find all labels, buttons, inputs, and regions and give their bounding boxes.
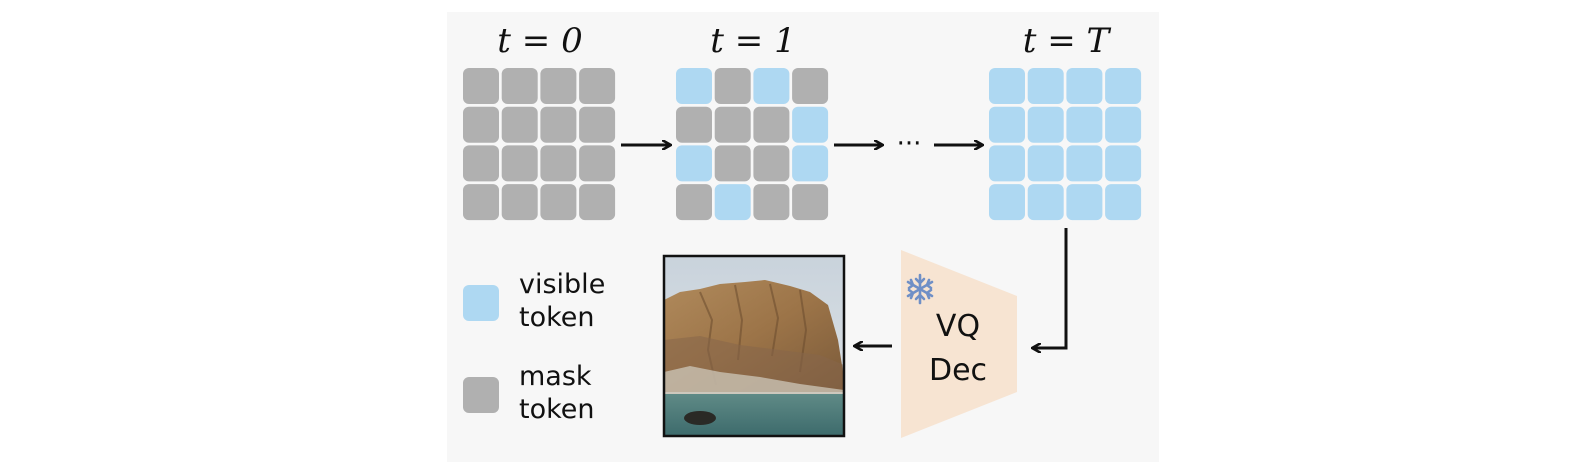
mask-token	[676, 184, 712, 221]
visible-token	[1105, 106, 1142, 143]
visible-token	[989, 145, 1025, 182]
visible-token	[1027, 184, 1064, 221]
mask-token	[540, 145, 577, 182]
visible-token	[753, 68, 790, 104]
mask-token	[714, 145, 751, 182]
visible-token	[1105, 184, 1142, 221]
mask-token	[540, 184, 577, 221]
step-label-t0: t = 0	[497, 21, 582, 61]
decoder-label-line1: VQ	[936, 309, 980, 344]
visible-token	[676, 68, 712, 104]
visible-token	[989, 68, 1025, 104]
visible-token	[1105, 68, 1142, 104]
vq-decoder	[901, 250, 1017, 438]
visible-token	[792, 145, 829, 182]
token-grid-t0	[463, 68, 616, 221]
mask-token	[579, 184, 616, 221]
mask-token	[714, 106, 751, 143]
mask-token	[753, 145, 790, 182]
mask-token	[579, 145, 616, 182]
visible-token	[989, 184, 1025, 221]
mask-token	[753, 184, 790, 221]
legend-mask-swatch	[463, 377, 499, 413]
visible-token	[1027, 145, 1064, 182]
visible-token	[1105, 145, 1142, 182]
mask-token	[463, 184, 499, 221]
visible-token	[676, 145, 712, 182]
mask-token	[463, 106, 499, 143]
mask-token	[463, 145, 499, 182]
visible-token	[792, 106, 829, 143]
token-grid-tT	[989, 68, 1142, 221]
visible-token	[989, 106, 1025, 143]
coastal-cliff-image	[662, 254, 846, 438]
legend-visible-line1: visible	[519, 269, 605, 300]
step-label-tT: t = T	[1023, 21, 1112, 61]
token-grid-t1	[676, 68, 829, 221]
legend-visible-swatch	[463, 285, 499, 321]
mask-token	[714, 68, 751, 104]
legend-mask-line2: token	[519, 394, 595, 425]
mask-token	[540, 106, 577, 143]
legend-mask-line1: mask	[519, 361, 592, 392]
legend-visible-line2: token	[519, 302, 595, 333]
visible-token	[1027, 106, 1064, 143]
mask-token	[540, 68, 577, 104]
visible-token	[1027, 68, 1064, 104]
visible-token	[1066, 106, 1103, 143]
mask-token	[579, 68, 616, 104]
decoder-label-line2: Dec	[929, 353, 987, 388]
visible-token	[714, 184, 751, 221]
mask-token	[676, 106, 712, 143]
mask-token	[753, 106, 790, 143]
mask-token	[792, 184, 829, 221]
arrow-grid-to-decoder	[1033, 228, 1068, 348]
visible-token	[1066, 68, 1103, 104]
mask-token	[501, 106, 538, 143]
visible-token	[1066, 145, 1103, 182]
mask-token	[501, 145, 538, 182]
mask-token	[792, 68, 829, 104]
mask-token	[579, 106, 616, 143]
ellipsis: ···	[897, 129, 922, 159]
snowflake-icon	[906, 273, 934, 305]
step-label-t1: t = 1	[710, 21, 795, 61]
mask-token	[463, 68, 499, 104]
visible-token	[1066, 184, 1103, 221]
mask-token	[501, 184, 538, 221]
mask-token	[501, 68, 538, 104]
